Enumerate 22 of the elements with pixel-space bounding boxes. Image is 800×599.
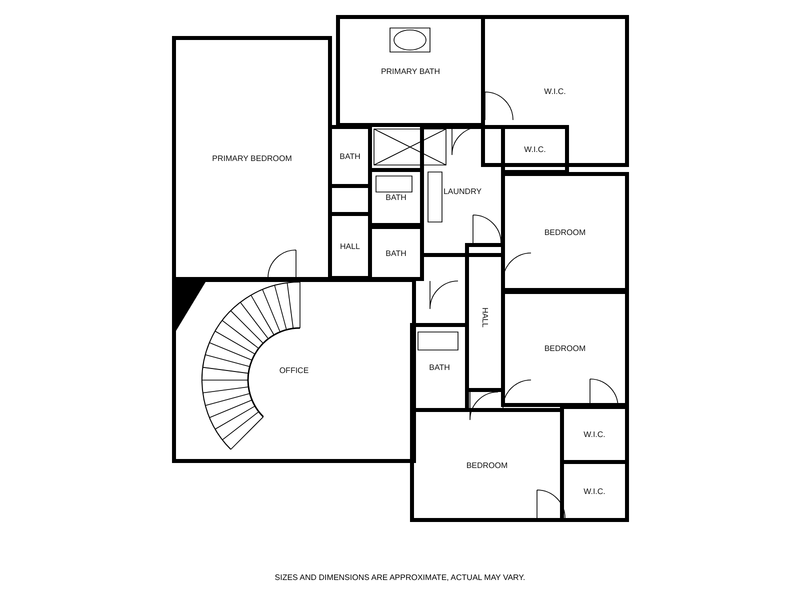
- room-label: W.I.C.: [544, 86, 566, 96]
- room-label: W.I.C.: [524, 145, 546, 154]
- room-label: HALL: [340, 242, 360, 250]
- room-label: BEDROOM: [544, 344, 586, 353]
- room-outline: [172, 36, 332, 281]
- room-label: BATH: [386, 193, 406, 202]
- room-label: BEDROOM: [544, 228, 586, 236]
- room-label: BATH: [386, 248, 406, 258]
- room-label: LAUNDRY: [443, 186, 482, 196]
- room-label: HALL: [480, 308, 490, 328]
- room-label: W.I.C.: [584, 430, 606, 439]
- disclaimer-note: SIZES AND DIMENSIONS ARE APPROXIMATE, ACTUAL MAY VARY.: [274, 573, 526, 582]
- room-label: BATH: [340, 152, 360, 161]
- room-outline: [172, 278, 416, 463]
- room-outline: [501, 290, 629, 407]
- room-outline: [481, 15, 629, 167]
- room-label: OFFICE: [279, 366, 309, 375]
- room-label: W.I.C.: [584, 486, 606, 496]
- room-label: PRIMARY BEDROOM: [212, 154, 292, 163]
- room-label: BATH: [429, 363, 450, 372]
- room-label: BEDROOM: [466, 460, 508, 470]
- room-label: PRIMARY BATH: [380, 66, 440, 76]
